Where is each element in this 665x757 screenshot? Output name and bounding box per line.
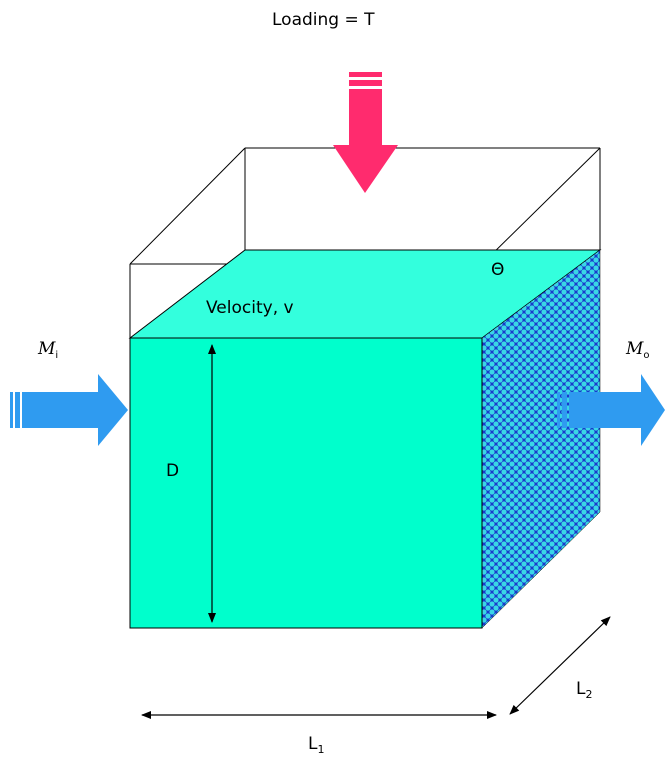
length2-dimension-arrow <box>509 616 611 715</box>
mass-in-subscript: i <box>55 350 58 361</box>
depth-label: D <box>166 461 179 481</box>
velocity-label: Velocity, v <box>206 298 294 318</box>
loading-label: Loading = T <box>272 10 375 30</box>
length1-symbol: L <box>308 734 318 754</box>
mass-out-symbol: M <box>625 339 644 359</box>
inflow-arrow <box>10 374 128 446</box>
theta-label: Θ <box>491 260 504 280</box>
mass-out-label: Mo <box>625 339 650 361</box>
outflow-arrow <box>557 374 665 446</box>
water-front <box>129 337 483 629</box>
length2-symbol: L <box>576 679 586 699</box>
mass-in-symbol: M <box>37 339 56 359</box>
length1-label: L1 <box>308 734 324 756</box>
length2-subscript: 2 <box>585 688 592 701</box>
mass-out-subscript: o <box>643 350 649 361</box>
loading-arrow <box>333 72 398 193</box>
mass-in-label: Mi <box>37 339 58 361</box>
length2-label: L2 <box>576 679 592 701</box>
length1-subscript: 1 <box>317 743 324 756</box>
